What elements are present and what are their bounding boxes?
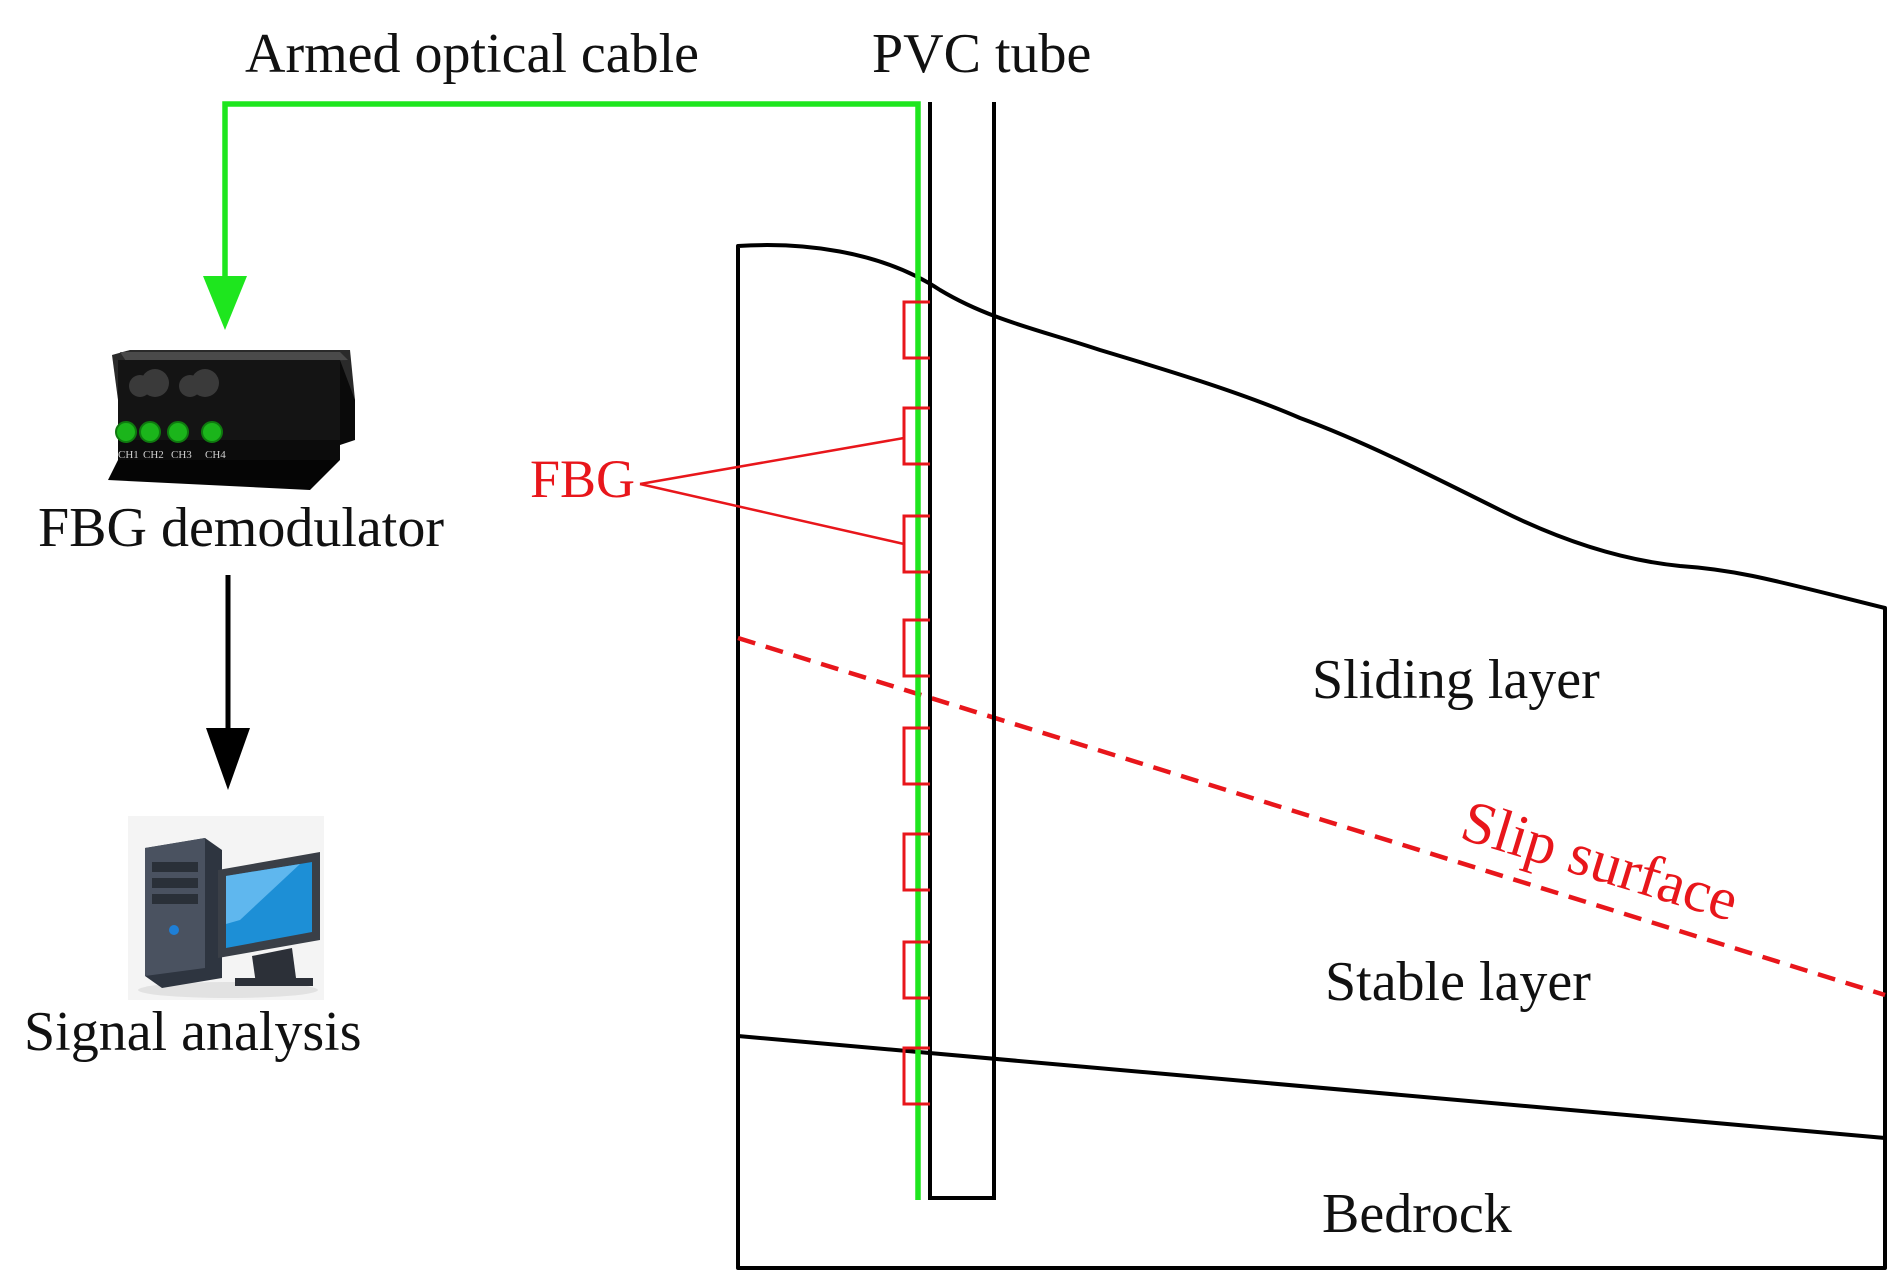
vent-grille bbox=[129, 369, 219, 397]
fbg-sensor-7 bbox=[902, 940, 930, 1000]
fbg-demodulator-label: FBG demodulator bbox=[38, 497, 444, 559]
bedrock-boundary-line bbox=[737, 1034, 1886, 1140]
pvc-tube bbox=[928, 102, 996, 1200]
port-label-ch4: CH4 bbox=[205, 449, 226, 461]
fbg-sensor-1 bbox=[902, 300, 930, 360]
fbg-label: FBG bbox=[530, 449, 635, 509]
armed-optical-cable-label: Armed optical cable bbox=[245, 23, 699, 85]
slope-body bbox=[736, 243, 1887, 1270]
port-label-ch2: CH2 bbox=[143, 449, 164, 461]
data-flow-arrow bbox=[206, 575, 250, 790]
down-arrow-icon bbox=[206, 728, 250, 790]
slip-surface-line bbox=[737, 635, 1886, 998]
fbg-sensor-5 bbox=[902, 726, 930, 786]
desktop-computer-icon bbox=[128, 816, 324, 1000]
signal-analysis-label: Signal analysis bbox=[24, 1001, 362, 1063]
connector-ports bbox=[115, 421, 223, 443]
fbg-sensor-4 bbox=[902, 618, 930, 678]
slip-surface-label: Slip surface bbox=[1454, 787, 1746, 933]
stable-layer-label: Stable layer bbox=[1325, 951, 1591, 1013]
fbg-leader-lines bbox=[639, 436, 905, 546]
pvc-tube-label: PVC tube bbox=[872, 23, 1091, 85]
sliding-layer-label: Sliding layer bbox=[1312, 649, 1600, 711]
port-label-ch3: CH3 bbox=[171, 449, 192, 461]
fbg-sensor-2 bbox=[902, 406, 930, 466]
fbg-sensor-8 bbox=[902, 1046, 930, 1106]
armed-optical-cable bbox=[203, 101, 921, 1200]
port-label-ch1: CH1 bbox=[118, 449, 139, 461]
labels: Armed optical cable PVC tube FBG FBG dem… bbox=[24, 23, 1746, 1245]
cable-arrowhead-icon bbox=[203, 276, 247, 330]
bedrock-label: Bedrock bbox=[1322, 1183, 1512, 1245]
fbg-sensors bbox=[902, 300, 930, 1106]
fbg-sensor-6 bbox=[902, 832, 930, 892]
fbg-demodulator-device-icon: CH1 CH2 CH3 CH4 bbox=[108, 350, 355, 490]
slope-ground-surface-outline bbox=[736, 243, 1887, 1270]
